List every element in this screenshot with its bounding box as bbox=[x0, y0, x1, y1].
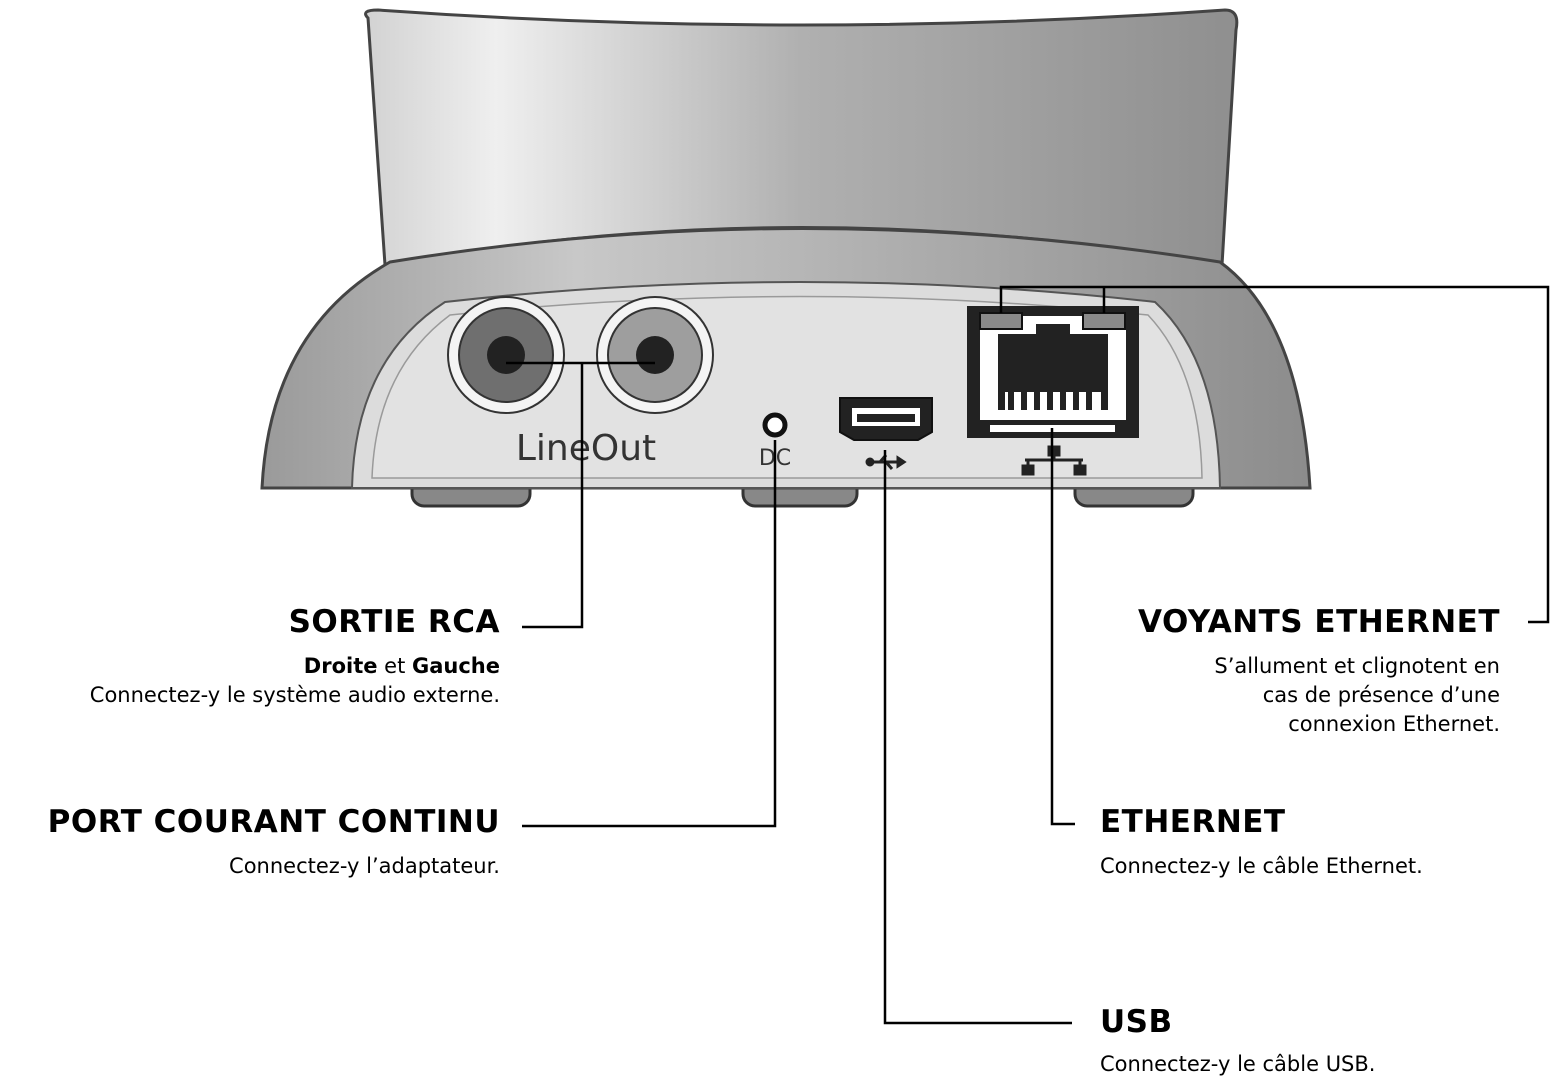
callout-rca-title: SORTIE RCA bbox=[288, 604, 500, 640]
leader-ethernet bbox=[1050, 428, 1075, 826]
lineout-label: LineOut bbox=[516, 428, 656, 469]
usb-port bbox=[839, 397, 933, 441]
network-icon bbox=[1021, 445, 1087, 476]
callout-usb: USB Connectez-y le câble USB. bbox=[1100, 1004, 1375, 1079]
callout-leds-title: VOYANTS ETHERNET bbox=[1138, 604, 1500, 640]
callout-rca-desc: Connectez-y le système audio externe. bbox=[89, 683, 500, 707]
callout-leds-desc-2: cas de présence d’une bbox=[1262, 683, 1500, 707]
rca-jack-right bbox=[596, 296, 714, 414]
callout-dc: PORT COURANT CONTINU Connectez-y l’adapt… bbox=[48, 804, 500, 881]
ethernet-led-right bbox=[1082, 312, 1126, 330]
callout-usb-title: USB bbox=[1100, 1004, 1173, 1040]
rca-et-label: et bbox=[377, 654, 412, 678]
callout-usb-desc: Connectez-y le câble USB. bbox=[1100, 1052, 1376, 1076]
rca-jack-left bbox=[447, 296, 565, 414]
rca-right-label: Droite bbox=[303, 654, 378, 678]
callout-dc-desc: Connectez-y l’adaptateur. bbox=[229, 854, 500, 878]
rca-left-label: Gauche bbox=[412, 654, 500, 678]
leader-dc bbox=[522, 440, 777, 828]
callout-rca-sides: Droite et Gauche bbox=[90, 652, 500, 681]
leader-lines bbox=[506, 285, 1550, 1025]
callout-rca: SORTIE RCA Droite et Gauche Connectez-y … bbox=[90, 604, 500, 710]
ethernet-led-left bbox=[979, 312, 1023, 330]
callout-dc-title: PORT COURANT CONTINU bbox=[47, 804, 500, 840]
callout-ethernet: ETHERNET Connectez-y le câble Ethernet. bbox=[1100, 804, 1423, 881]
leader-ethernet-leds bbox=[999, 285, 1550, 624]
callout-leds-desc-1: S’allument et clignotent en bbox=[1214, 654, 1500, 678]
callout-leds-desc-3: connexion Ethernet. bbox=[1288, 712, 1500, 736]
dc-jack bbox=[762, 412, 788, 438]
callout-ethernet-title: ETHERNET bbox=[1100, 804, 1286, 840]
callout-ethernet-desc: Connectez-y le câble Ethernet. bbox=[1100, 854, 1423, 878]
callout-ethernet-leds: VOYANTS ETHERNET S’allument et clignoten… bbox=[1138, 604, 1500, 739]
device-top-shell bbox=[364, 8, 1239, 267]
leader-usb bbox=[883, 450, 1072, 1025]
